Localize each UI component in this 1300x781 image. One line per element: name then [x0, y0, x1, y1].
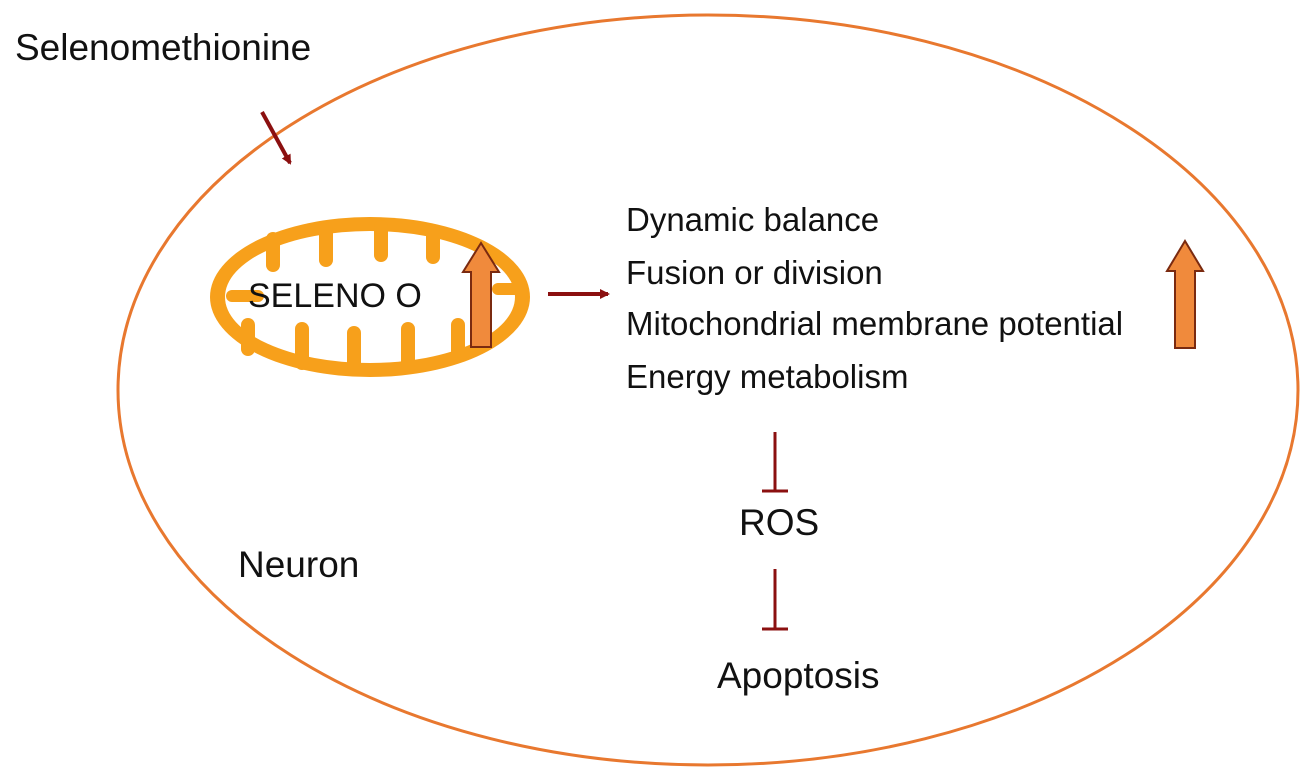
- mitochondrion: [210, 217, 530, 377]
- effect-item: Mitochondrial membrane potential: [626, 305, 1123, 342]
- inhibition-apoptosis: [762, 569, 788, 631]
- neuron-cell-membrane: [116, 13, 1300, 767]
- seleno-o-label: SELENO O: [248, 277, 422, 315]
- effects-list: Dynamic balance Fusion or division Mitoc…: [626, 201, 1123, 395]
- seleno-o-increase-arrow-icon: [461, 241, 501, 348]
- inhibition-ros: [762, 432, 788, 493]
- apoptosis-label: Apoptosis: [717, 655, 880, 696]
- effect-item: Dynamic balance: [626, 201, 879, 238]
- uptake-arrow: [260, 111, 292, 165]
- effect-item: Fusion or division: [626, 254, 883, 291]
- selenomethionine-label: Selenomethionine: [15, 27, 311, 68]
- effect-item: Energy metabolism: [626, 358, 908, 395]
- effects-increase-arrow-icon: [1165, 239, 1205, 349]
- ros-label: ROS: [739, 502, 819, 543]
- mitochondrial-cristae: [226, 220, 528, 374]
- neuron-label: Neuron: [238, 544, 359, 585]
